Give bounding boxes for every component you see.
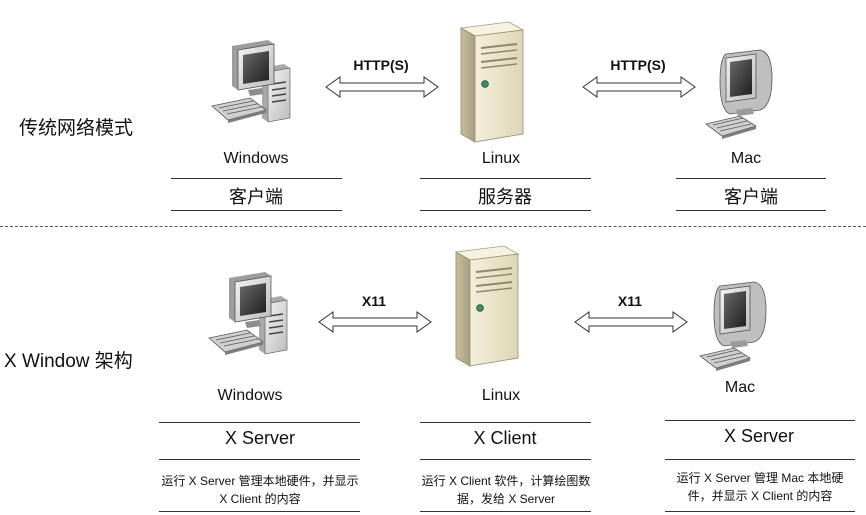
pc-icon: [208, 271, 288, 356]
section-divider: [0, 226, 866, 227]
os-label-mac: Mac: [730, 150, 762, 167]
server-icon: [460, 21, 524, 143]
divider-line: [420, 459, 591, 460]
mac-icon: [699, 281, 767, 372]
pc-icon: [211, 39, 291, 124]
role-label-x-server: X Server: [224, 428, 296, 448]
divider-line: [159, 459, 360, 460]
mac-icon: [705, 49, 773, 140]
divider-line: [665, 459, 855, 460]
protocol-label: X11: [617, 293, 643, 309]
divider-line: [171, 210, 342, 211]
description-text: 运行 X Server 管理本地硬件，并显示 X Client 的内容: [161, 474, 359, 506]
description-text: 运行 X Client 软件，计算绘图数据，发给 X Server: [421, 474, 591, 506]
divider-line: [159, 511, 360, 512]
divider-line: [420, 178, 591, 179]
divider-line: [171, 178, 342, 179]
divider-line: [420, 422, 591, 423]
double-arrow-icon: [582, 76, 696, 98]
role-label-client: 客户端: [229, 187, 283, 207]
divider-line: [420, 210, 591, 211]
role-label-server: 服务器: [478, 187, 532, 207]
role-label-x-client: X Client: [473, 428, 537, 448]
divider-line: [665, 420, 855, 421]
os-label-linux: Linux: [481, 150, 521, 167]
divider-line: [676, 210, 826, 211]
os-label-windows: Windows: [223, 150, 289, 167]
double-arrow-icon: [574, 311, 688, 333]
role-label-x-server: X Server: [723, 426, 795, 446]
protocol-label: HTTP(S): [610, 57, 666, 73]
section-label-traditional: 传统网络模式: [19, 118, 134, 139]
double-arrow-icon: [318, 311, 432, 333]
divider-line: [676, 178, 826, 179]
description-text: 运行 X Server 管理 Mac 本地硬件，并显示 X Client 的内容: [676, 471, 844, 503]
section-label-xwindow: X Window 架构: [4, 351, 133, 372]
protocol-label: X11: [361, 293, 387, 309]
protocol-label: HTTP(S): [353, 57, 409, 73]
server-icon: [455, 245, 519, 367]
divider-line: [159, 422, 360, 423]
os-label-mac: Mac: [724, 379, 756, 396]
os-label-windows: Windows: [217, 387, 283, 404]
double-arrow-icon: [325, 76, 439, 98]
divider-line: [420, 511, 591, 512]
divider-line: [665, 511, 855, 512]
role-label-client: 客户端: [724, 187, 778, 207]
os-label-linux: Linux: [481, 387, 521, 404]
